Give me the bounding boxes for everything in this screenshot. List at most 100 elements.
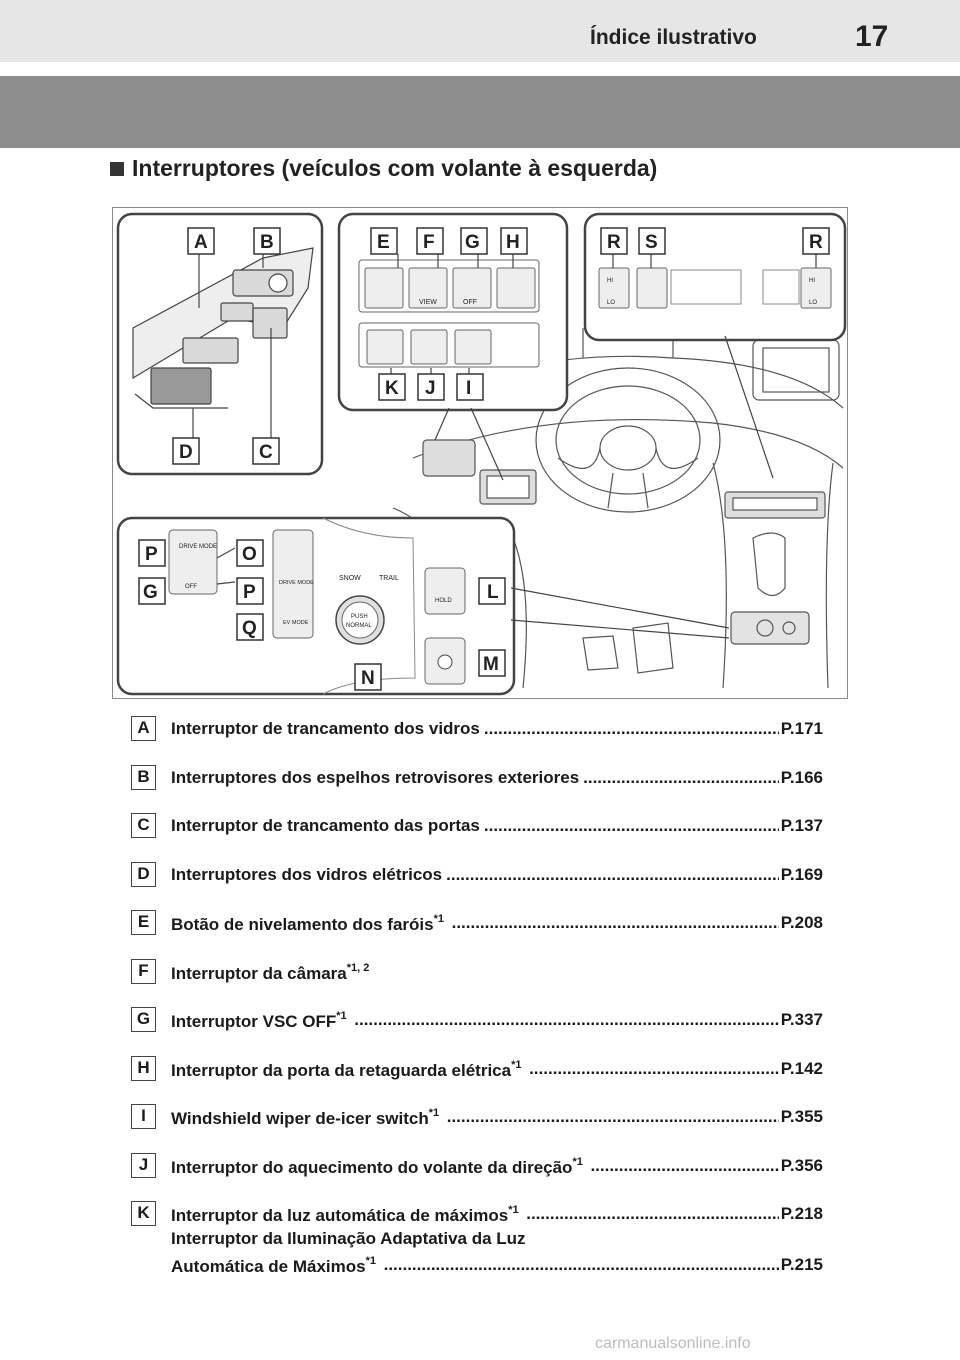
svg-text:LO: LO — [607, 300, 615, 306]
item-tag: F — [131, 958, 156, 984]
label-d: D — [172, 437, 200, 465]
dot-leader: ........................................… — [526, 1204, 779, 1223]
item-footnote: *1 — [508, 1204, 519, 1216]
label-p-left: P — [138, 539, 166, 567]
item-tag: G — [131, 1007, 156, 1032]
item-label: Interruptor do aquecimento do volante da… — [171, 1157, 573, 1177]
label-a: A — [187, 227, 215, 255]
dot-leader: ........................................… — [446, 864, 779, 884]
label-k: K — [378, 373, 406, 401]
page-number: 17 — [855, 20, 889, 53]
heading-text: Interruptores (veículos com volante à es… — [132, 155, 658, 181]
item-page-ref: P.215 — [780, 1254, 823, 1274]
item-label: Interruptor da câmara — [171, 963, 347, 983]
item-label: Interruptor VSC OFF — [171, 1012, 337, 1031]
list-item: H Interruptor da porta da retaguarda elét… — [131, 1055, 831, 1081]
svg-text:OFF: OFF — [185, 584, 197, 590]
label-r-right: R — [802, 227, 830, 255]
switch-illustration: VIEW OFF HI LO HI LO DRIVE MODE OFF — [112, 207, 848, 699]
item-page-ref: P.218 — [780, 1204, 823, 1223]
lower-console-panel: DRIVE MODE OFF DRIVE MODE EV MODE SNOW T… — [116, 516, 730, 696]
item-page-ref: P.355 — [780, 1107, 823, 1126]
item-page-ref: P.137 — [780, 816, 823, 835]
bullet-square-icon — [110, 161, 124, 176]
svg-text:P: P — [145, 544, 158, 565]
svg-text:S: S — [645, 232, 658, 253]
label-f: F — [416, 227, 444, 255]
svg-text:C: C — [259, 442, 273, 463]
svg-text:Q: Q — [242, 618, 257, 639]
item-tag: D — [131, 861, 156, 887]
item-page-ref: P.171 — [780, 719, 823, 738]
item-page-ref: P.208 — [780, 913, 823, 932]
item-footnote: *1 — [433, 913, 445, 925]
item-label: Botão de nivelamento dos faróis — [171, 915, 434, 934]
dashboard-drawing: VIEW OFF HI LO HI LO DRIVE MODE OFF — [116, 212, 847, 696]
label-p-right: P — [236, 577, 264, 605]
item-tag: H — [131, 1055, 156, 1081]
svg-text:HOLD: HOLD — [435, 598, 452, 604]
list-item: C Interruptor de trancamento das portas P.… — [131, 812, 831, 838]
item-text: Interruptor de trancamento das portas — [171, 816, 480, 836]
item-text: Interruptor VSC OFF*1 — [171, 1010, 347, 1032]
watermark: carmanualsonline.info — [595, 1335, 751, 1352]
top-bar — [0, 0, 960, 62]
dot-leader: ........................................… — [583, 767, 779, 787]
svg-text:H: H — [506, 232, 520, 253]
svg-text:NORMAL: NORMAL — [346, 623, 372, 629]
label-c: C — [252, 437, 280, 465]
label-m: M — [478, 649, 506, 677]
label-g: G — [460, 227, 488, 255]
svg-text:DRIVE MODE: DRIVE MODE — [179, 544, 217, 550]
svg-text:K: K — [385, 378, 399, 399]
item-tag: C — [131, 813, 156, 838]
item-text: Interruptores dos espelhos retrovisores … — [171, 768, 579, 788]
item-footnote: *1 — [336, 1010, 347, 1022]
item-label: Automática de Máximos — [171, 1256, 366, 1276]
svg-text:L: L — [487, 582, 499, 603]
door-switch-panel — [116, 212, 324, 476]
svg-text:D: D — [179, 442, 193, 463]
svg-text:VIEW: VIEW — [419, 299, 437, 306]
item-text: Interruptor do aquecimento do volante da… — [171, 1156, 583, 1178]
item-text: Windshield wiper de-icer switch*1 — [171, 1107, 439, 1129]
label-o: O — [236, 539, 264, 567]
list-item: A Interruptor de trancamento dos vidros P.… — [131, 715, 831, 741]
label-n: N — [354, 663, 382, 691]
item-text: Botão de nivelamento dos faróis*1 — [171, 913, 444, 935]
item-tag: A — [131, 716, 156, 741]
label-b: B — [253, 227, 281, 255]
dot-leader: ........................................… — [446, 1107, 779, 1126]
svg-text:OFF: OFF — [463, 299, 477, 306]
label-s: S — [638, 227, 666, 255]
section-title: Índice ilustrativo — [590, 26, 757, 49]
item-page-ref: P.166 — [780, 767, 823, 787]
svg-text:O: O — [242, 544, 257, 565]
svg-text:HI: HI — [607, 278, 613, 284]
svg-text:A: A — [194, 232, 208, 253]
item-tag: J — [131, 1152, 156, 1178]
svg-text:E: E — [377, 232, 390, 253]
item-label: Interruptor da porta da retaguarda elétr… — [171, 1060, 512, 1080]
svg-text:B: B — [260, 232, 274, 253]
item-tag: E — [131, 910, 156, 935]
list-item: E Botão de nivelamento dos faróis*1 P.208.… — [131, 909, 831, 935]
item-text: Interruptor da porta da retaguarda elétr… — [171, 1059, 522, 1081]
dot-leader: ........................................… — [451, 913, 779, 932]
svg-text:LO: LO — [809, 300, 817, 306]
svg-text:F: F — [423, 232, 435, 253]
item-label: Interruptores dos espelhos retrovisores … — [171, 767, 580, 787]
label-i: I — [456, 373, 484, 401]
header-band — [0, 76, 960, 148]
dot-leader: ........................................… — [590, 1155, 778, 1175]
item-text: Interruptor de trancamento dos vidros — [171, 719, 480, 739]
dot-leader: ........................................… — [383, 1254, 779, 1274]
svg-text:R: R — [809, 232, 823, 253]
item-k-extra-line1: Interruptor da Iluminação Adaptativa da … — [171, 1228, 526, 1248]
